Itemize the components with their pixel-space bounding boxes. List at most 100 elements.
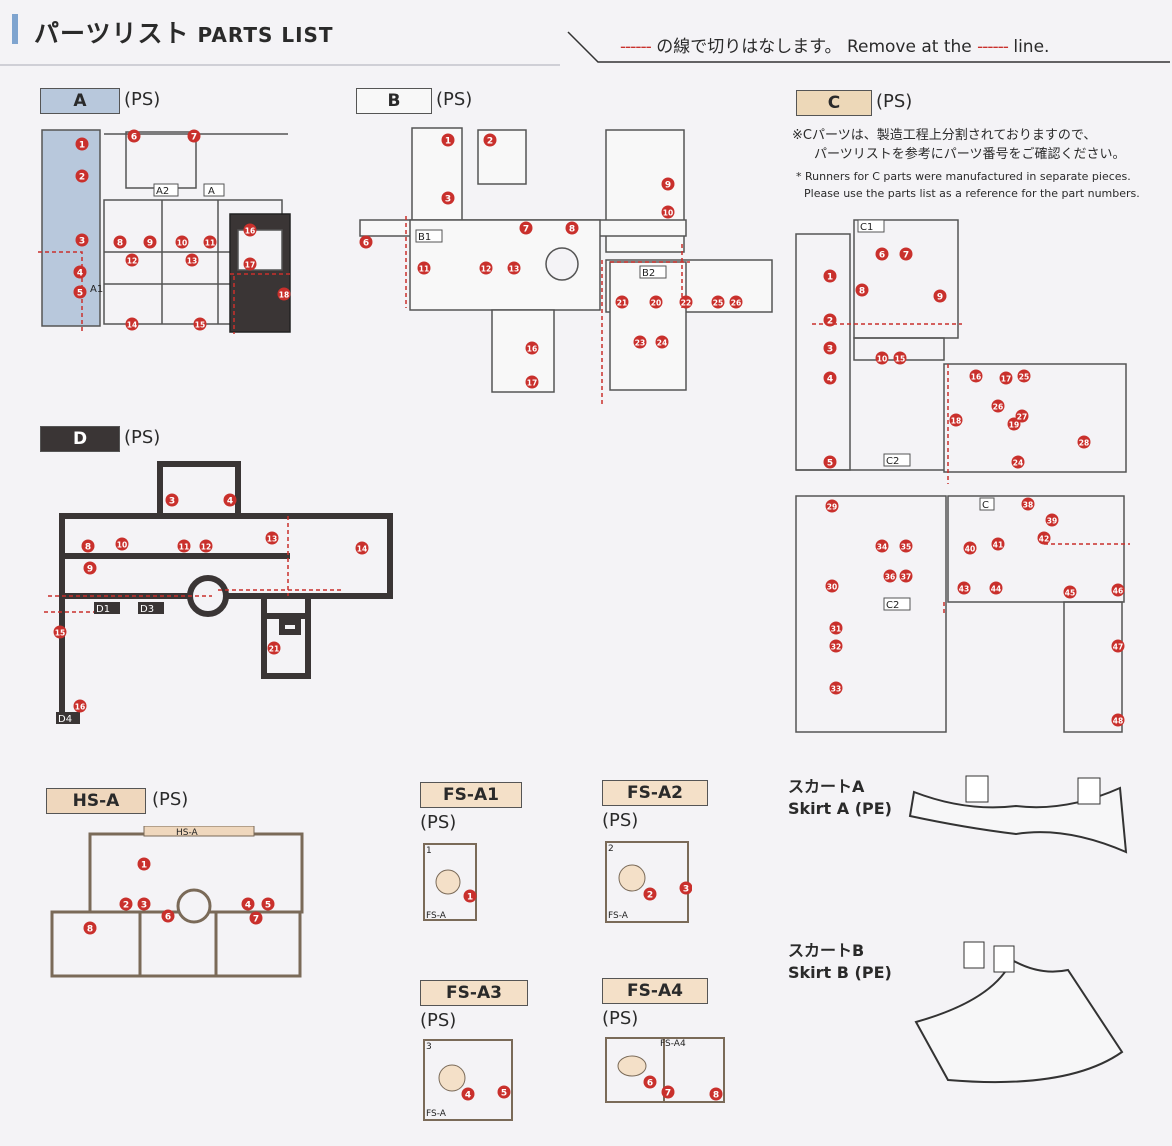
part-marker-d-9: [83, 561, 97, 575]
part-number-c-26: 26: [993, 402, 1003, 411]
part-marker-fs_a2-3: [679, 881, 692, 895]
part-marker-fs_a4-7: [661, 1085, 675, 1099]
part-marker-fs_a1-1: [463, 889, 477, 903]
part-marker-hs_a-1: [137, 857, 151, 871]
part-marker-c-19: [1007, 417, 1021, 431]
svg-text:B2: B2: [642, 268, 655, 279]
part-number-b-12: 12: [481, 264, 491, 273]
part-number-b-9: 9: [665, 180, 671, 190]
part-marker-c-46: [1111, 583, 1125, 597]
part-marker-b-10: [661, 205, 675, 219]
part-marker-hs_a-5: [261, 897, 275, 911]
part-marker-b-16: [525, 341, 539, 355]
part-number-d-16: 16: [75, 702, 85, 711]
part-marker-d-11: [177, 539, 191, 553]
part-marker-fs_a3-5: [497, 1085, 511, 1099]
part-number-a-3: 3: [79, 236, 85, 246]
part-number-c-39: 39: [1047, 516, 1057, 525]
part-number-b-13: 13: [509, 264, 519, 273]
svg-text:D3: D3: [140, 604, 154, 615]
part-marker-b-9: [661, 177, 675, 191]
part-number-c-44: 44: [991, 584, 1001, 593]
part-marker-d-3: [165, 493, 179, 507]
part-marker-a-4: [73, 265, 87, 279]
part-marker-c-28: [1077, 435, 1091, 449]
part-marker-a-2: [75, 169, 89, 183]
part-number-b-22: 22: [681, 298, 691, 307]
runner-hs-a-tag: HS-A: [176, 828, 199, 838]
part-number-a-7: 7: [191, 132, 197, 142]
part-marker-a-15: [193, 317, 207, 331]
part-marker-c-35: [899, 539, 913, 553]
runner-fs-a1-material: (PS): [420, 812, 457, 833]
svg-text:C2: C2: [886, 600, 899, 611]
svg-text:A1: A1: [90, 284, 103, 295]
part-marker-hs_a-2: [119, 897, 133, 911]
part-marker-c-37: [899, 569, 913, 583]
part-marker-c-2: [823, 313, 837, 327]
svg-text:C1: C1: [860, 222, 873, 233]
part-marker-b-11: [417, 261, 431, 275]
part-number-hs_a-4: 4: [245, 900, 251, 910]
part-number-a-17: 17: [245, 260, 255, 269]
runner-b-material: (PS): [436, 89, 473, 110]
part-number-c-2: 2: [827, 316, 833, 326]
part-marker-a-3: [75, 233, 89, 247]
part-number-fs_a4-8: 8: [713, 1090, 719, 1100]
svg-text:FS-A: FS-A: [426, 1109, 447, 1119]
runner-c-note-jp: ※Cパーツは、製造工程上分割されておりますので、 パーツリストを参考にパーツ番号…: [792, 128, 1126, 162]
part-number-d-10: 10: [117, 540, 127, 549]
part-number-c-5: 5: [827, 458, 833, 468]
part-marker-c-42: [1037, 531, 1051, 545]
runner-fs-a4-label: FS-A4: [602, 978, 708, 1004]
part-marker-d-21: [267, 641, 281, 655]
svg-text:A: A: [208, 186, 215, 197]
part-number-b-20: 20: [651, 298, 661, 307]
part-number-hs_a-8: 8: [87, 924, 93, 934]
part-number-a-5: 5: [77, 288, 83, 298]
part-number-a-11: 11: [205, 238, 215, 247]
svg-text:FS-A4: FS-A4: [660, 1039, 686, 1049]
part-number-c-17: 17: [1001, 374, 1011, 383]
part-marker-a-11: [203, 235, 217, 249]
part-number-c-6: 6: [879, 250, 885, 260]
part-number-a-16: 16: [245, 226, 255, 235]
part-marker-hs_a-4: [241, 897, 255, 911]
part-number-fs_a2-3: 3: [683, 884, 689, 894]
runner-fs-a3-material: (PS): [420, 1010, 457, 1031]
part-marker-b-25: [711, 295, 725, 309]
part-marker-c-9: [933, 289, 947, 303]
part-number-fs_a4-7: 7: [665, 1088, 671, 1098]
part-marker-c-44: [989, 581, 1003, 595]
part-number-a-4: 4: [77, 268, 83, 278]
part-marker-c-3: [823, 341, 837, 355]
part-number-d-15: 15: [55, 628, 65, 637]
svg-text:C: C: [982, 500, 989, 511]
part-number-b-23: 23: [635, 338, 645, 347]
runner-fs-a1-label: FS-A1: [420, 782, 522, 808]
part-marker-b-7: [519, 221, 533, 235]
part-number-fs_a3-5: 5: [501, 1088, 507, 1098]
svg-text:FS-A: FS-A: [426, 911, 447, 921]
part-marker-fs_a3-4: [461, 1087, 475, 1101]
runner-a-material: (PS): [124, 89, 161, 110]
part-number-c-37: 37: [901, 572, 911, 581]
svg-text:C2: C2: [886, 456, 899, 467]
part-marker-b-24: [655, 335, 669, 349]
runner-a-label: A: [40, 88, 120, 114]
part-marker-c-24: [1011, 455, 1025, 469]
part-number-d-9: 9: [87, 564, 93, 574]
part-number-hs_a-6: 6: [165, 912, 171, 922]
part-number-c-1: 1: [827, 272, 833, 282]
part-marker-c-32: [829, 639, 843, 653]
part-number-c-18: 18: [951, 416, 961, 425]
part-number-a-14: 14: [127, 320, 137, 329]
part-number-c-28: 28: [1079, 438, 1089, 447]
part-number-d-4: 4: [227, 496, 233, 506]
part-number-a-10: 10: [177, 238, 187, 247]
svg-text:1: 1: [426, 846, 432, 856]
